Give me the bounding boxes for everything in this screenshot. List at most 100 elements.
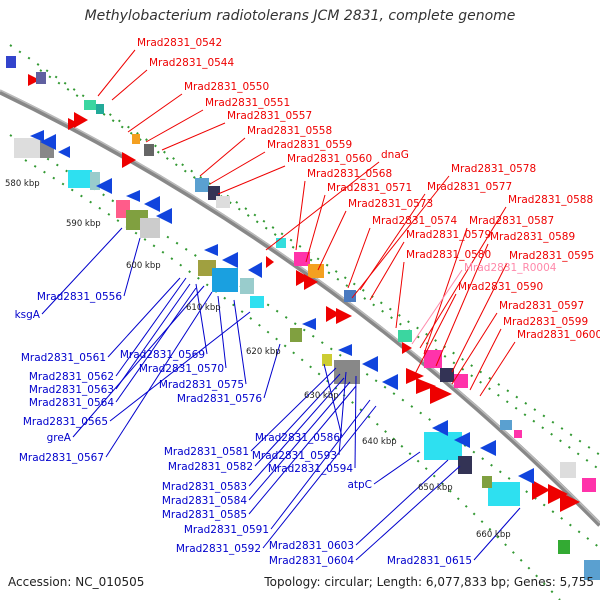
forward-gene-label: Mrad2831_0600 bbox=[517, 329, 600, 341]
forward-gene-label: Mrad2831_0589 bbox=[490, 231, 575, 243]
gene-arrow bbox=[338, 344, 352, 356]
genome-stats: Topology: circular; Length: 6,077,833 bp… bbox=[264, 575, 594, 589]
forward-gene-label: Mrad2831_0560 bbox=[287, 153, 372, 165]
gene-arrow bbox=[336, 308, 352, 324]
leader-line bbox=[127, 93, 183, 133]
leader-line bbox=[115, 287, 197, 403]
leader-line bbox=[115, 277, 187, 377]
gene-arrow bbox=[548, 484, 568, 504]
leader-line bbox=[233, 299, 247, 385]
leader-line bbox=[347, 227, 371, 289]
gene-box bbox=[6, 56, 16, 68]
forward-gene-label: Mrad2831_0578 bbox=[451, 163, 536, 175]
leader-line bbox=[254, 373, 341, 467]
forward-gene-label: Mrad2831_0579 bbox=[406, 229, 491, 241]
gene-box bbox=[398, 330, 412, 342]
gene-arrow bbox=[518, 468, 534, 484]
gene-box bbox=[250, 296, 264, 308]
reverse-genes bbox=[14, 130, 600, 580]
leader-line bbox=[217, 295, 227, 369]
reverse-gene-label: Mrad2831_0604 bbox=[269, 555, 354, 567]
forward-gene-label: Mrad2831_0590 bbox=[458, 281, 543, 293]
forward-gene-label: Mrad2831_0550 bbox=[184, 81, 269, 93]
leader-lines bbox=[41, 49, 521, 561]
gene-arrow bbox=[402, 342, 412, 354]
gene-arrow bbox=[532, 480, 550, 500]
forward-gene-label: Mrad2831_0597 bbox=[499, 300, 584, 312]
leader-line bbox=[111, 69, 148, 101]
forward-gene-label: Mrad2831_0544 bbox=[149, 57, 234, 69]
forward-gene-label: Mrad2831_0551 bbox=[205, 97, 290, 109]
forward-gene-label: Mrad2831_0599 bbox=[503, 316, 588, 328]
leader-line bbox=[423, 227, 468, 355]
gene-labels: Mrad2831_0542Mrad2831_0544Mrad2831_0550M… bbox=[15, 37, 600, 567]
reverse-gene-label: Mrad2831_0567 bbox=[19, 452, 104, 464]
reverse-gene-label: Mrad2831_0561 bbox=[21, 352, 106, 364]
gene-box bbox=[500, 420, 512, 430]
leader-line bbox=[295, 180, 306, 251]
leader-line bbox=[41, 227, 123, 315]
reverse-gene-label: Mrad2831_0582 bbox=[168, 461, 253, 473]
gene-box bbox=[290, 328, 302, 342]
leader-line bbox=[413, 293, 457, 377]
scale-label: 630 kbp bbox=[304, 391, 339, 401]
gene-box bbox=[14, 138, 42, 158]
gene-box bbox=[216, 196, 230, 208]
gene-arrow bbox=[382, 374, 398, 390]
gene-box bbox=[276, 238, 286, 248]
gene-box bbox=[240, 278, 254, 294]
leader-line bbox=[199, 137, 246, 177]
reverse-gene-label: greA bbox=[47, 432, 72, 444]
gene-box bbox=[558, 540, 570, 554]
scale-label: 590 kbp bbox=[66, 219, 101, 229]
leader-line bbox=[317, 210, 347, 271]
reverse-gene-label: ksgA bbox=[15, 309, 41, 321]
reverse-gene-label: Mrad2831_0603 bbox=[269, 540, 354, 552]
forward-gene-label: Mrad2831_0574 bbox=[372, 215, 457, 227]
gene-box bbox=[440, 368, 454, 382]
forward-gene-label: dnaG bbox=[381, 149, 409, 161]
leader-line bbox=[354, 375, 357, 469]
gene-arrow bbox=[40, 134, 56, 150]
gene-arrow bbox=[432, 420, 448, 436]
gene-box bbox=[90, 172, 100, 190]
leader-line bbox=[411, 269, 463, 345]
gene-box bbox=[424, 432, 462, 460]
scale-label: 580 kbp bbox=[5, 179, 40, 189]
leader-line bbox=[270, 399, 371, 530]
reverse-gene-label: Mrad2831_0586 bbox=[255, 432, 340, 444]
leader-line bbox=[338, 371, 347, 456]
leader-line bbox=[435, 243, 489, 367]
leader-line bbox=[262, 405, 377, 549]
leader-line bbox=[265, 161, 380, 251]
gene-box bbox=[36, 72, 46, 84]
leader-line bbox=[373, 451, 421, 485]
reverse-gene-label: Mrad2831_0585 bbox=[162, 509, 247, 521]
forward-gene-label: Mrad2831_0573 bbox=[348, 198, 433, 210]
leader-line bbox=[105, 291, 213, 458]
gene-arrow bbox=[454, 432, 470, 448]
leader-line bbox=[305, 194, 326, 263]
genome-backbone bbox=[0, 89, 600, 527]
gene-arrow bbox=[416, 378, 436, 394]
reverse-gene-label: atpC bbox=[347, 479, 372, 491]
gene-arrow bbox=[144, 196, 160, 212]
gene-box bbox=[458, 456, 472, 474]
reverse-gene-label: Mrad2831_0593 bbox=[252, 450, 337, 462]
leader-line bbox=[107, 277, 181, 358]
leader-line bbox=[395, 261, 405, 329]
gene-arrow bbox=[30, 130, 44, 142]
gene-box bbox=[140, 218, 160, 238]
reverse-gene-label: Mrad2831_0556 bbox=[37, 291, 122, 303]
leader-line bbox=[145, 109, 204, 143]
reverse-gene-label: Mrad2831_0565 bbox=[23, 416, 108, 428]
leader-line bbox=[263, 343, 281, 399]
reverse-gene-label: Mrad2831_0591 bbox=[184, 524, 269, 536]
gene-arrow bbox=[204, 244, 218, 256]
gene-box bbox=[294, 252, 310, 266]
forward-gene-label: Mrad2831_0580 bbox=[406, 249, 491, 261]
leader-line bbox=[161, 122, 226, 151]
gene-box bbox=[195, 178, 209, 192]
forward-gene-label: Mrad2831_0559 bbox=[267, 139, 352, 151]
